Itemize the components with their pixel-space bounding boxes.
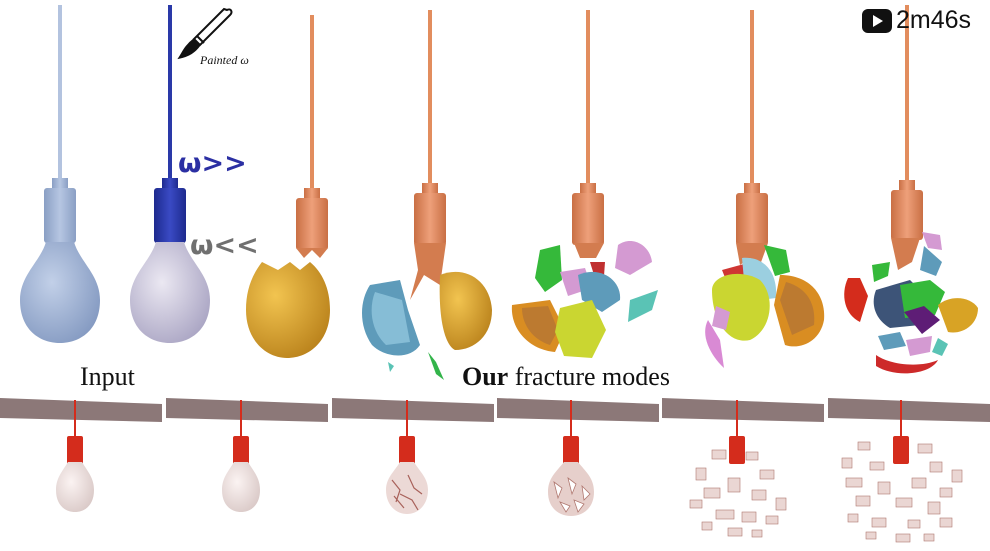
fracture-modes-label: Our fracture modes (462, 362, 670, 392)
simulation-1 (56, 400, 94, 512)
video-duration-badge[interactable]: 2m46s (862, 6, 971, 35)
our-bold-word: Our (462, 362, 509, 391)
simulation-2 (222, 400, 260, 512)
simulation-3 (386, 400, 428, 514)
fracture-mode-3 (511, 10, 658, 358)
painted-omega-caption: Painted ω (200, 53, 249, 67)
painted-bulb (130, 5, 210, 343)
fracture-modes-text: fracture modes (508, 362, 670, 391)
play-icon[interactable] (862, 8, 892, 33)
fracture-mode-2 (362, 10, 492, 380)
fracture-mode-1 (246, 15, 330, 358)
video-duration: 2m46s (896, 6, 972, 34)
omega-high-label: ω>> (178, 148, 247, 179)
input-label: Input (80, 362, 135, 391)
simulation-5 (689, 400, 787, 538)
ceiling-panels (0, 398, 990, 422)
fracture-mode-4 (705, 10, 825, 368)
fracture-mode-5 (844, 5, 978, 374)
omega-low-label: ω<< (190, 230, 259, 261)
paintbrush-icon (177, 7, 233, 60)
input-bulb (20, 5, 100, 343)
simulation-4 (548, 400, 594, 516)
simulation-6 (841, 400, 963, 543)
